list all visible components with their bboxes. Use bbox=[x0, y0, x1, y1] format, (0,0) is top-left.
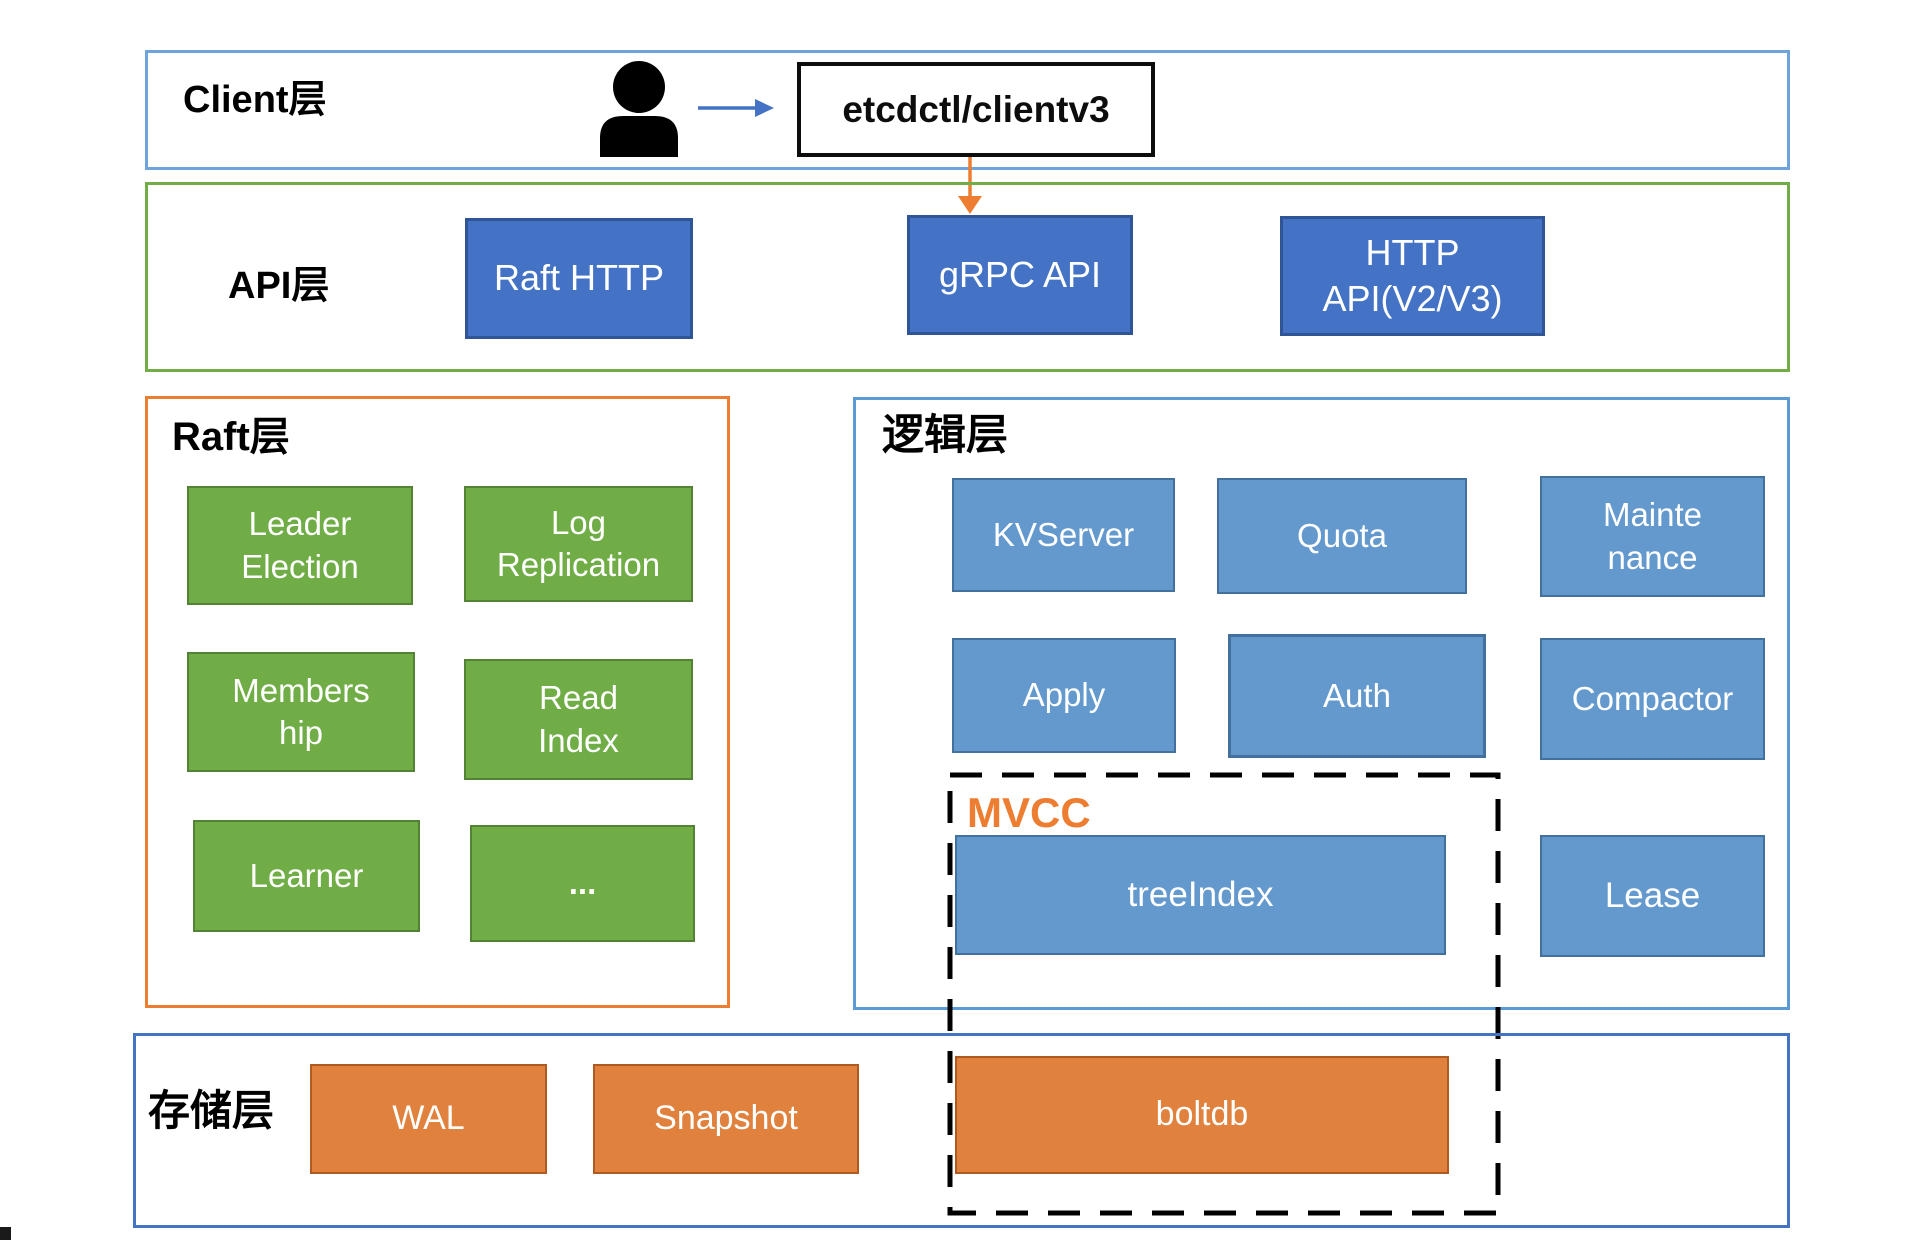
logic-box-auth: Auth bbox=[1228, 634, 1486, 758]
storage-layer-label: 存储层 bbox=[148, 1087, 275, 1134]
arrow-down-icon bbox=[958, 157, 982, 214]
mvcc-label: MVCC bbox=[967, 789, 1091, 836]
logic-box-quota: Quota bbox=[1217, 478, 1467, 594]
logic-box-lease: Lease bbox=[1540, 835, 1765, 957]
logic-box-apply: Apply bbox=[952, 638, 1176, 753]
client-layer bbox=[145, 50, 1790, 170]
mvcc-dashed-box bbox=[947, 772, 1501, 1216]
arrow-right-icon bbox=[698, 99, 774, 117]
raft-box-ellipsis: ... bbox=[470, 825, 695, 942]
storage-box-snapshot: Snapshot bbox=[593, 1064, 859, 1174]
raft-box-membership: Members hip bbox=[187, 652, 415, 772]
logic-box-maintenance: Mainte nance bbox=[1540, 476, 1765, 597]
storage-box-boltdb: boltdb bbox=[955, 1056, 1449, 1174]
client-layer-label: Client层 bbox=[183, 79, 327, 121]
logic-box-treeindex: treeIndex bbox=[955, 835, 1446, 955]
logic-box-compactor: Compactor bbox=[1540, 638, 1765, 760]
storage-layer bbox=[133, 1033, 1790, 1228]
logic-layer-label: 逻辑层 bbox=[882, 411, 1009, 458]
api-layer bbox=[145, 182, 1790, 372]
screen-artifact bbox=[0, 1227, 11, 1240]
raft-box-learner: Learner bbox=[193, 820, 420, 932]
logic-box-kvserver: KVServer bbox=[952, 478, 1175, 592]
raft-box-read-index: Read Index bbox=[464, 659, 693, 780]
logic-layer bbox=[853, 397, 1790, 1010]
raft-layer bbox=[145, 396, 730, 1008]
api-box-raft-http: Raft HTTP bbox=[465, 218, 693, 339]
raft-layer-label: Raft层 bbox=[172, 415, 290, 459]
etcdctl-clientv3-box: etcdctl/clientv3 bbox=[797, 62, 1155, 157]
api-layer-label: API层 bbox=[228, 265, 330, 307]
raft-box-leader-election: Leader Election bbox=[187, 486, 413, 605]
api-box-grpc-api: gRPC API bbox=[907, 215, 1133, 335]
raft-box-log-replication: Log Replication bbox=[464, 486, 693, 602]
storage-box-wal: WAL bbox=[310, 1064, 547, 1174]
api-box-http-api: HTTP API(V2/V3) bbox=[1280, 216, 1545, 336]
user-icon bbox=[600, 61, 678, 157]
